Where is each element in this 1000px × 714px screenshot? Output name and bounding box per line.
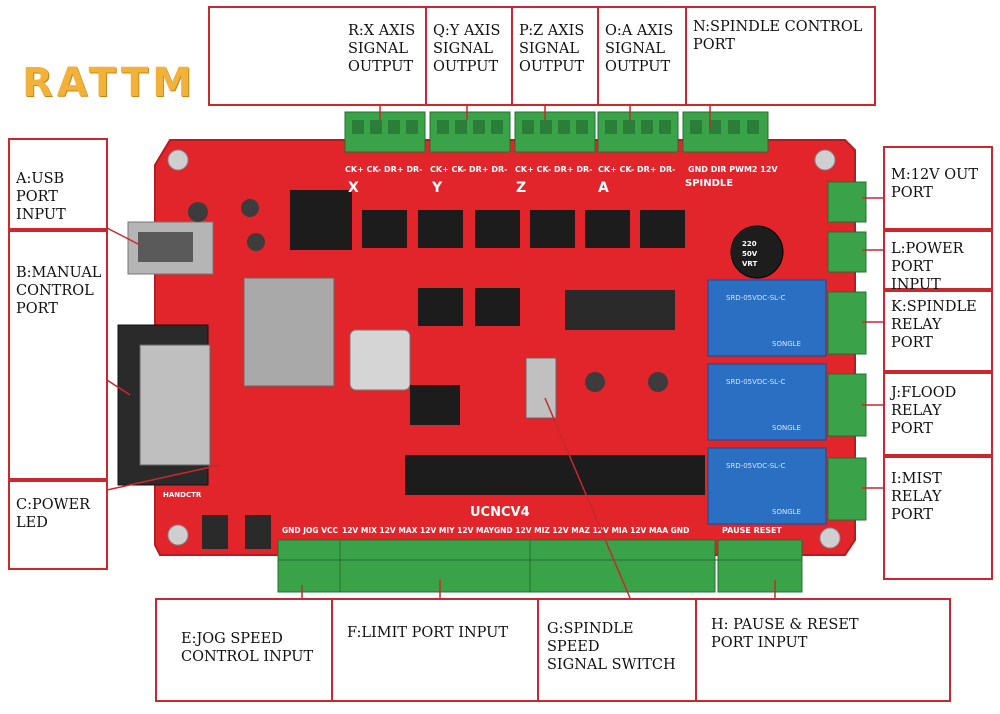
- shield-module: [243, 277, 335, 387]
- cap-line-2: 50V: [742, 250, 758, 258]
- mount-hole: [819, 527, 841, 549]
- pins-bottom-3: PAUSE RESET: [722, 526, 782, 535]
- label-spindle-control: N:SPINDLE CONTROL PORT: [685, 6, 876, 106]
- mount-hole: [814, 149, 836, 171]
- pins-z: CK+ CK- DR+ DR-: [515, 165, 592, 174]
- relay-3-text: SRD-05VDC-SL-C: [726, 462, 785, 470]
- label-manual-control: B:MANUAL CONTROL PORT: [8, 230, 108, 480]
- spindle-silk: SPINDLE: [685, 178, 733, 189]
- capacitor: [585, 372, 605, 392]
- crystal-oscillator: [349, 329, 411, 391]
- pins-a: CK+ CK- DR+ DR-: [598, 165, 675, 174]
- relay-1-brand: SONGLE: [772, 340, 801, 348]
- k2-button: [202, 515, 228, 549]
- cap-line-3: VRT: [742, 260, 757, 268]
- handctr-silk: HANDCTR: [163, 491, 202, 499]
- axis-letter-z: Z: [516, 180, 526, 196]
- label-a-axis-output: O:A AXIS SIGNAL OUTPUT: [597, 6, 687, 106]
- relay-1-text: SRD-05VDC-SL-C: [726, 294, 785, 302]
- label-mist-relay: I:MIST RELAY PORT: [883, 456, 993, 580]
- pins-bottom-2: 12V MIX 12V MAX 12V MIY 12V MAYGND 12V M…: [342, 526, 689, 535]
- mount-hole: [167, 149, 189, 171]
- bottom-terminals: [277, 539, 803, 593]
- label-limit-port: F:LIMIT PORT INPUT: [331, 598, 539, 702]
- label-z-axis-output: P:Z AXIS SIGNAL OUTPUT: [511, 6, 599, 106]
- pins-spindle: GND DIR PWM2 12V: [688, 165, 778, 174]
- axis-letter-y: Y: [431, 180, 443, 196]
- board-name: UCNCV4: [470, 505, 530, 520]
- label-pause-reset: H: PAUSE & RESET PORT INPUT: [695, 598, 951, 702]
- ic-chips: [290, 190, 705, 495]
- axis-letter-x: X: [348, 180, 359, 196]
- label-power-led: C:POWER LED: [8, 480, 108, 570]
- pins-x: CK+ CK- DR+ DR-: [345, 165, 422, 174]
- capacitor: [247, 233, 265, 251]
- label-flood-relay: J:FLOOD RELAY PORT: [883, 372, 993, 456]
- label-jog-speed: E:JOG SPEED CONTROL INPUT: [155, 598, 333, 702]
- pins-y: CK+ CK- DR+ DR-: [430, 165, 507, 174]
- axis-letter-a: A: [598, 180, 609, 196]
- voltage-regulator: [620, 290, 675, 330]
- label-spindle-speed-switch: G:SPINDLE SPEED SIGNAL SWITCH: [537, 598, 697, 702]
- mount-hole: [167, 524, 189, 546]
- large-capacitor: [730, 225, 784, 279]
- relay-2-brand: SONGLE: [772, 424, 801, 432]
- leader-lines: [106, 105, 883, 599]
- terminal-screws: [352, 120, 759, 134]
- relay-2-text: SRD-05VDC-SL-C: [726, 378, 785, 386]
- label-x-axis-output: R:X AXIS SIGNAL OUTPUT: [208, 6, 427, 106]
- capacitor: [188, 202, 208, 222]
- pins-bottom-1: GND JOG VCC: [282, 526, 339, 535]
- label-power-input: L:POWER PORT INPUT: [883, 230, 993, 293]
- capacitor: [648, 372, 668, 392]
- cap-line-1: 220: [742, 240, 757, 248]
- db-connector-shell: [139, 344, 211, 466]
- label-12v-out: M:12V OUT PORT: [883, 146, 993, 230]
- usb-port-opening: [138, 232, 193, 262]
- label-usb-port: A:USB PORT INPUT: [8, 138, 108, 230]
- label-spindle-relay: K:SPINDLE RELAY PORT: [883, 290, 993, 372]
- label-y-axis-output: Q:Y AXIS SIGNAL OUTPUT: [425, 6, 513, 106]
- speed-switch: [525, 357, 557, 419]
- capacitor: [241, 199, 259, 217]
- rst-button: [245, 515, 271, 549]
- relay-3-brand: SONGLE: [772, 508, 801, 516]
- right-terminals: [827, 181, 867, 521]
- relays: [707, 279, 827, 525]
- voltage-regulator: [565, 290, 620, 330]
